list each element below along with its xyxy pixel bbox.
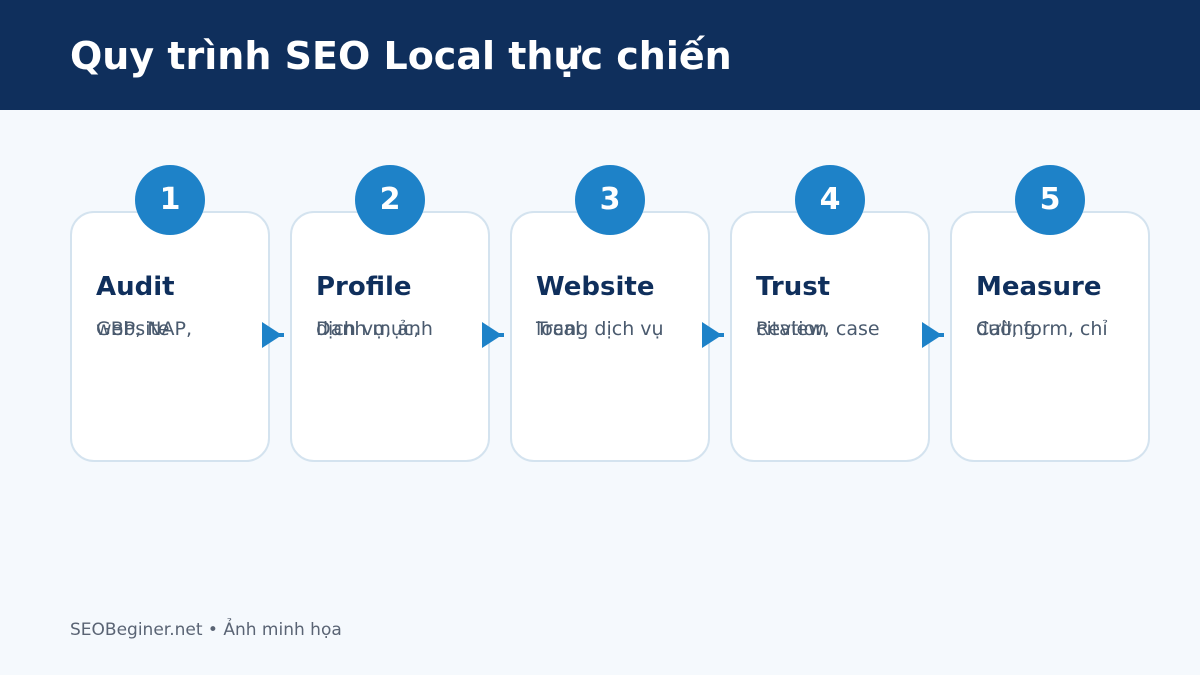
step-description-line: Danh mục, [316, 318, 420, 340]
flow-arrow-tail [496, 333, 504, 337]
flow-arrow-icon [702, 322, 722, 348]
step-description-line: Call, form, chỉ [976, 318, 1108, 340]
step-card-website: Website Trang dịch vụ local [510, 211, 710, 462]
step-description-line: Review, case [756, 318, 880, 340]
step-card-measure: Measure Call, form, chỉ đường [950, 211, 1150, 462]
step-number-badge: 3 [575, 165, 645, 235]
step-description-line: Trang dịch vụ [536, 318, 664, 340]
flow-arrow-tail [716, 333, 724, 337]
step-description-line: local [536, 318, 581, 340]
step-title: Audit [96, 272, 175, 302]
step-description-line: dịch vụ, ảnh [316, 318, 433, 340]
step-description-line: website [96, 318, 170, 340]
flow-arrow-icon [482, 322, 502, 348]
step-description-line: đường [976, 318, 1036, 340]
step-title: Profile [316, 272, 412, 302]
footer-credit: SEOBeginer.net • Ảnh minh họa [70, 620, 342, 640]
step-number-badge: 2 [355, 165, 425, 235]
flow-arrow-tail [936, 333, 944, 337]
page-title: Quy trình SEO Local thực chiến [70, 34, 732, 78]
header-banner: Quy trình SEO Local thực chiến [0, 0, 1200, 110]
step-title: Website [536, 272, 655, 302]
flow-arrow-tail [276, 333, 284, 337]
step-number-badge: 4 [795, 165, 865, 235]
step-description-line: citation [756, 318, 828, 340]
step-description-line: GBP, NAP, [96, 318, 193, 340]
step-title: Trust [756, 272, 831, 302]
flow-arrow-icon [922, 322, 942, 348]
step-card-audit: Audit GBP, NAP, website [70, 211, 270, 462]
step-number-badge: 5 [1015, 165, 1085, 235]
step-card-trust: Trust Review, case citation [730, 211, 930, 462]
step-number-badge: 1 [135, 165, 205, 235]
flow-arrow-icon [262, 322, 282, 348]
step-title: Measure [976, 272, 1102, 302]
step-card-profile: Profile Danh mục, dịch vụ, ảnh [290, 211, 490, 462]
